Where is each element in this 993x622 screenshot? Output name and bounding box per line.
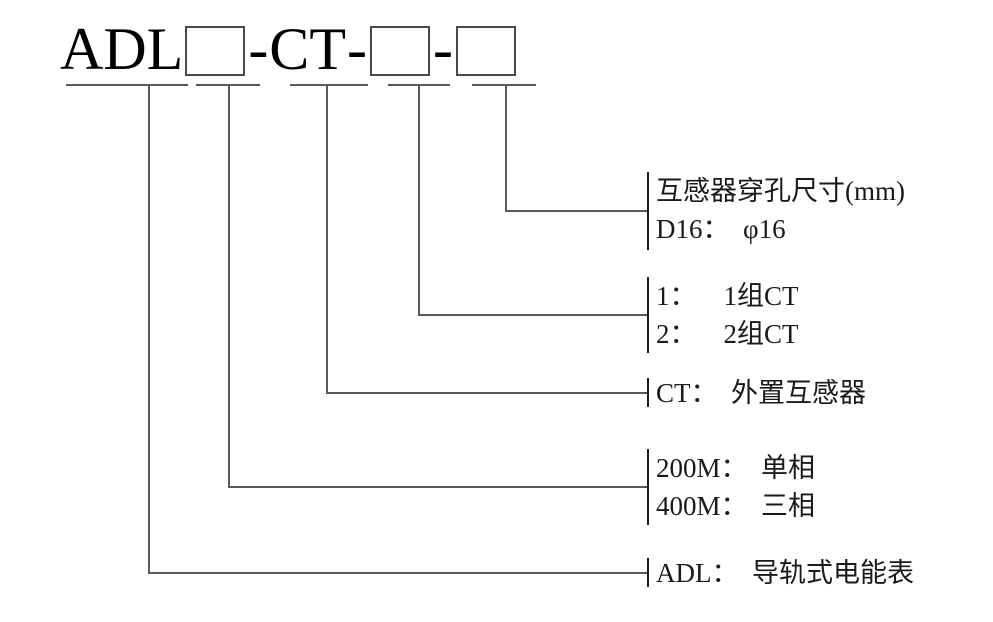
leader-bracket-product-series — [647, 558, 649, 587]
label-ct-group-count: 1： 1组CT 2： 2组CT — [656, 277, 799, 353]
model-separator-2: - — [346, 16, 367, 82]
leader-bracket-ct-external — [647, 378, 649, 407]
label-phase-type-line-2: 400M： 三相 — [656, 491, 816, 521]
leader-bracket-phase-type — [647, 449, 649, 525]
label-ct-external-line-1: CT： 外置互感器 — [656, 378, 867, 408]
underline-segment-ct — [290, 84, 368, 86]
label-transformer-hole-size: 互感器穿孔尺寸(mm) D16： φ16 — [656, 172, 905, 248]
leader-drop-ct-external — [326, 84, 328, 394]
label-ct-group-count-line-1: 1： 1组CT — [656, 281, 799, 311]
underline-segment-box3 — [472, 84, 536, 86]
leader-bracket-ct-group-count — [647, 277, 649, 353]
model-separator-3: - — [432, 16, 453, 82]
underline-segment-adl — [66, 84, 188, 86]
leader-run-transformer-hole-size — [505, 210, 649, 212]
leader-bracket-transformer-hole-size — [647, 172, 649, 250]
leader-drop-ct-group-count — [418, 84, 420, 316]
label-product-series: ADL： 导轨式电能表 — [656, 554, 914, 592]
label-product-series-line-1: ADL： 导轨式电能表 — [656, 558, 914, 588]
leader-run-ct-group-count — [418, 314, 649, 316]
leader-run-ct-external — [326, 392, 649, 394]
model-placeholder-box-2 — [369, 26, 430, 76]
label-ct-group-count-line-2: 2： 2组CT — [656, 319, 799, 349]
leader-drop-product-series — [148, 84, 150, 574]
model-segment-ct: CT — [269, 16, 346, 82]
model-placeholder-box-3 — [455, 26, 516, 76]
label-ct-external: CT： 外置互感器 — [656, 374, 866, 412]
leader-drop-transformer-hole-size — [505, 84, 507, 212]
model-number-string: ADL - CT - - — [60, 14, 518, 84]
label-phase-type-line-1: 200M： 单相 — [656, 453, 816, 483]
label-phase-type: 200M： 单相 400M： 三相 — [656, 449, 815, 525]
label-transformer-hole-size-line-1: 互感器穿孔尺寸(mm) — [656, 176, 905, 206]
model-prefix-adl: ADL — [60, 16, 184, 82]
model-placeholder-box-1 — [185, 26, 246, 76]
leader-run-product-series — [148, 572, 649, 574]
leader-run-phase-type — [228, 486, 649, 488]
label-transformer-hole-size-line-2: D16： φ16 — [656, 214, 786, 244]
leader-drop-phase-type — [228, 84, 230, 488]
model-separator-1: - — [248, 16, 269, 82]
